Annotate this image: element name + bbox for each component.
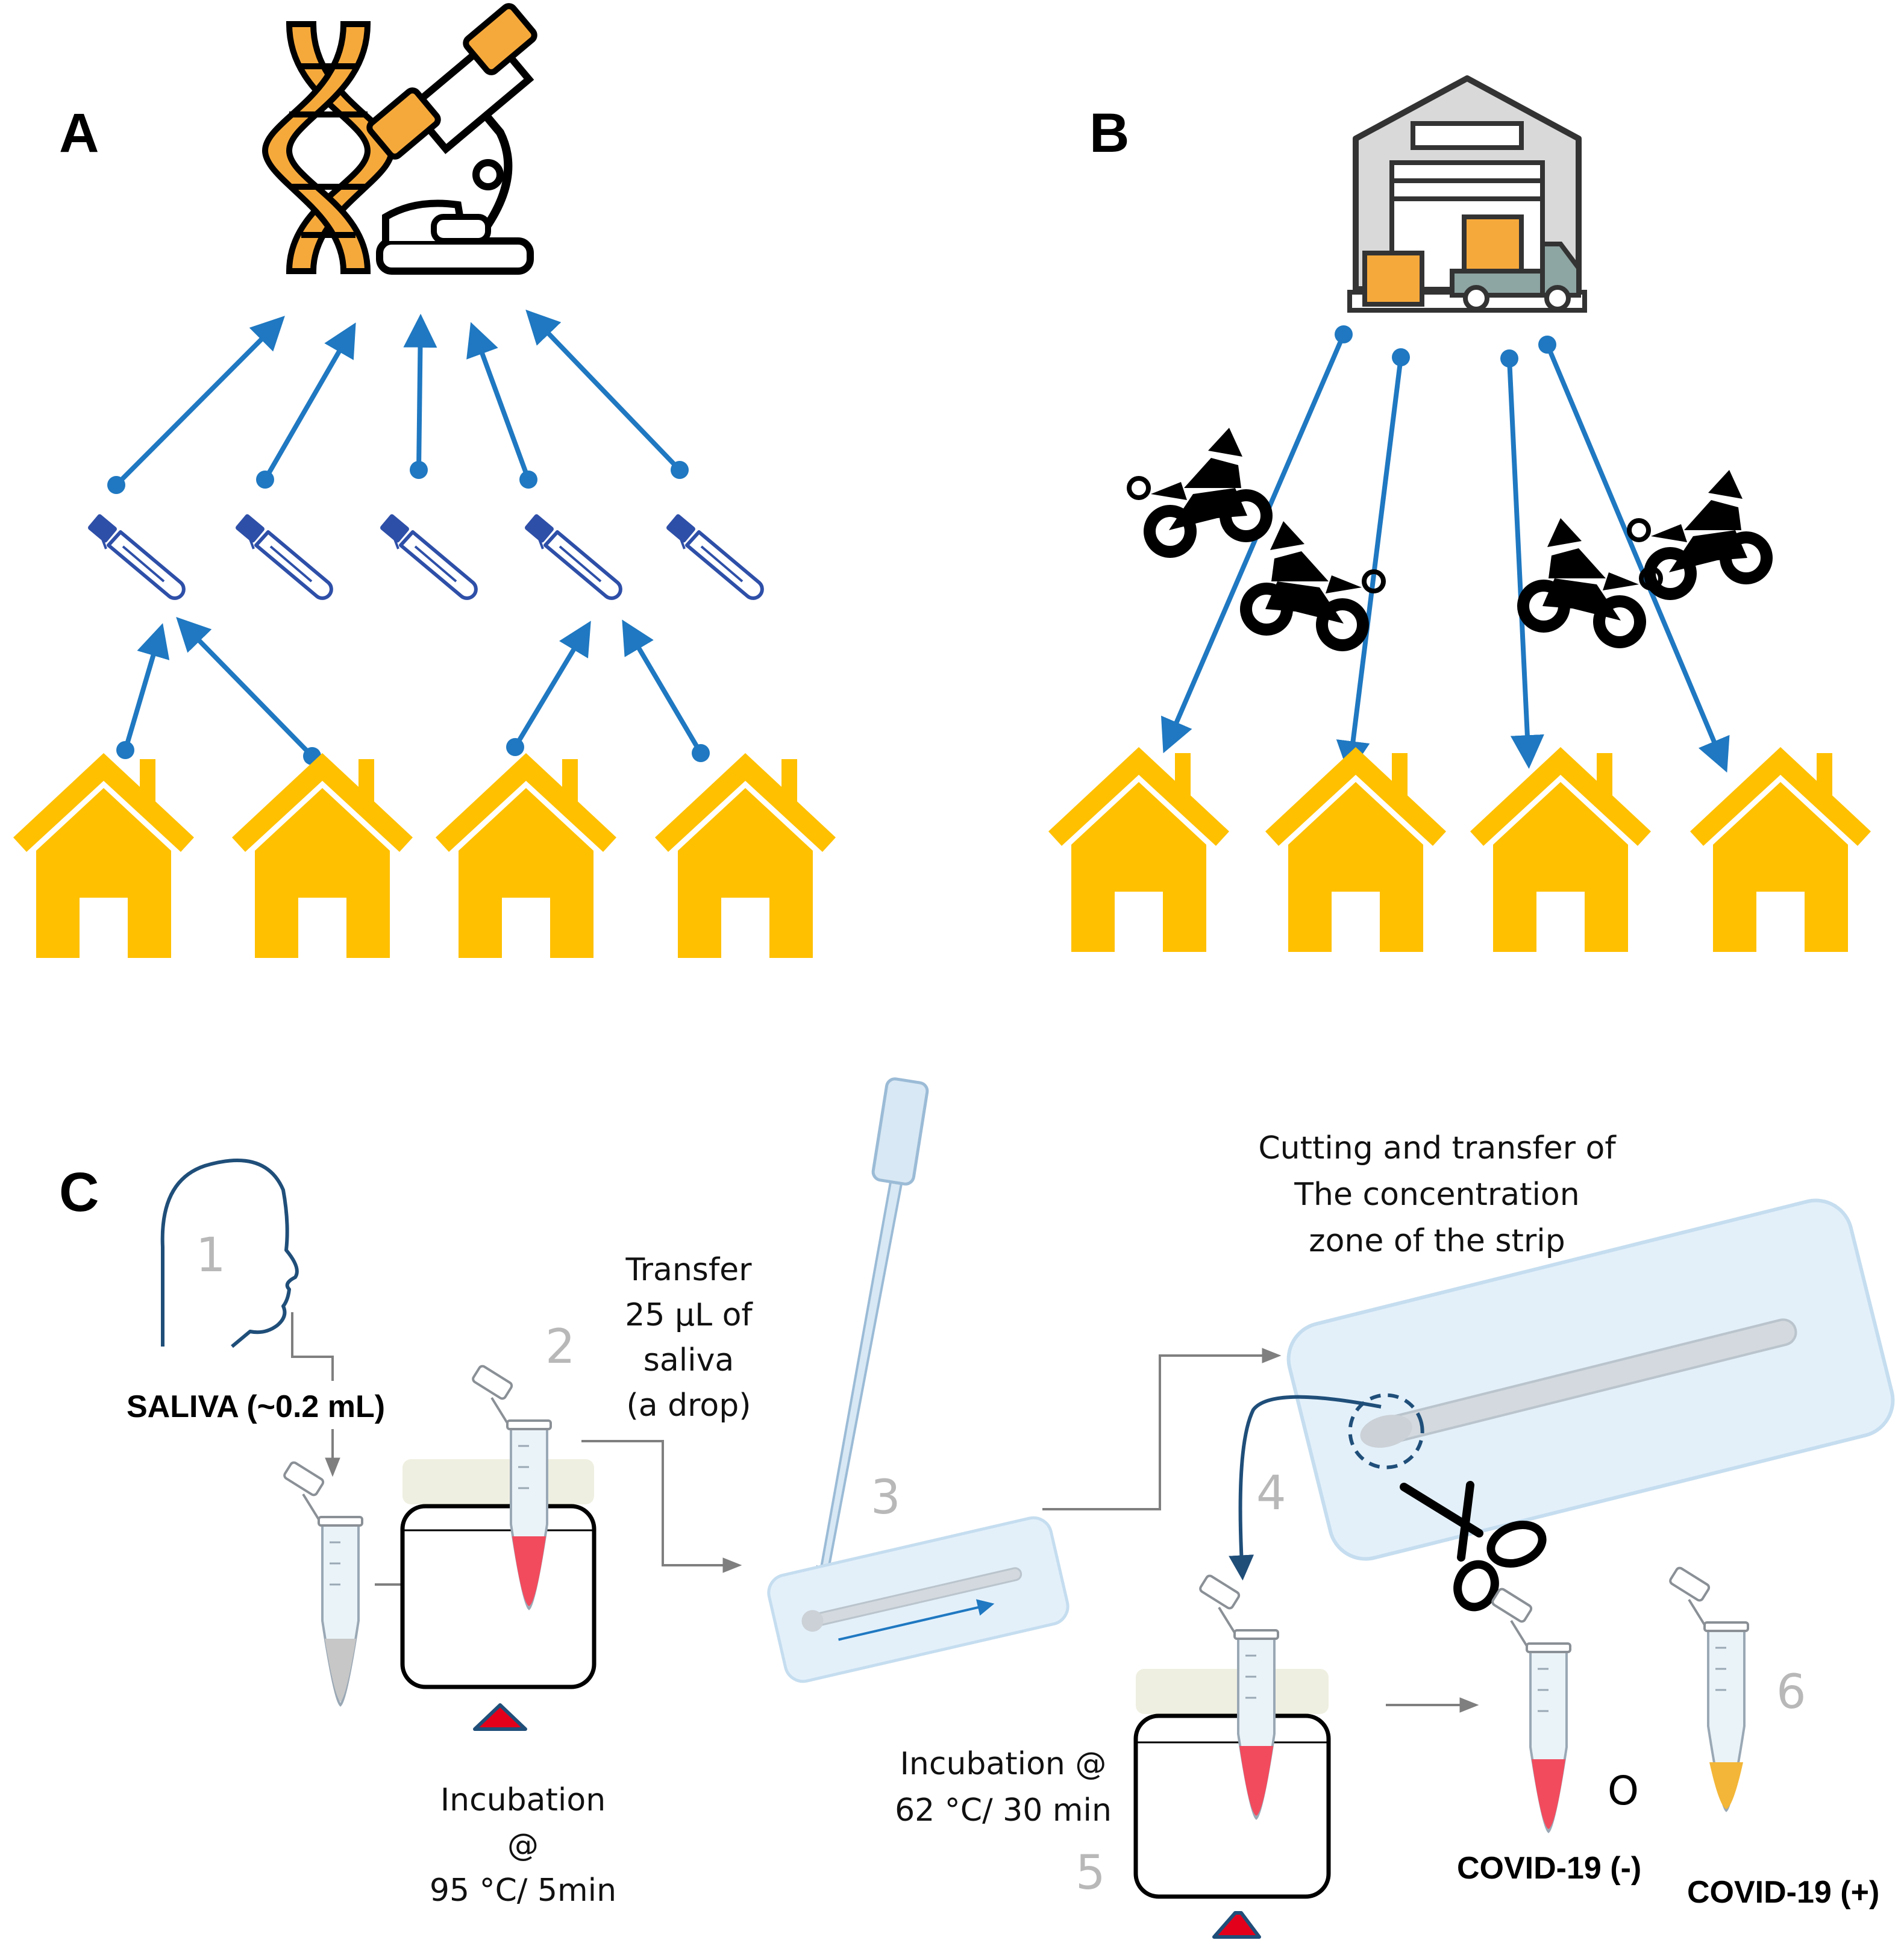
transfer-line-4: (a drop) [626, 1388, 751, 1424]
arrows-tubes-to-lab [107, 309, 689, 494]
heater-icon [1133, 1573, 1331, 1939]
scissors-icon [1400, 1481, 1547, 1612]
incubation-95-line-3: 95 °C/ 5min [430, 1872, 616, 1909]
motorcycle-courier-icon [1246, 521, 1383, 645]
house-icon [436, 753, 616, 958]
arrows-warehouse-to-houses [1161, 325, 1730, 775]
motorcycle-courier-icon [1523, 518, 1661, 642]
house-icon [1690, 747, 1871, 952]
cutting-line-3: zone of the strip [1309, 1223, 1565, 1259]
test-strip-icon [767, 1516, 1069, 1683]
sample-tube-icon [87, 513, 183, 598]
cutting-line-2: The concentration [1294, 1177, 1579, 1213]
step-number-4: 4 [1256, 1466, 1286, 1521]
step-number-3: 3 [871, 1471, 901, 1525]
step-number-1: 1 [196, 1228, 226, 1283]
house-icon [1265, 747, 1446, 952]
incubation-95-line-1: Incubation [440, 1782, 606, 1818]
panel-label-c: C [59, 1162, 99, 1223]
heater-icon [400, 1363, 597, 1731]
transfer-line-2: 25 µL of [625, 1297, 753, 1333]
arrows-houses-to-tubes [116, 616, 710, 765]
sample-tube-icon [234, 513, 331, 598]
microscope-icon [366, 3, 537, 275]
motorcycle-courier-icon [1629, 470, 1767, 594]
motorcycle-courier-icon [1129, 428, 1267, 552]
houses-panel-a [13, 753, 836, 958]
step-number-2: 2 [545, 1320, 575, 1374]
panel-label-a: A [59, 102, 99, 164]
covid-negative-label: COVID-19 (-) [1457, 1851, 1641, 1886]
transfer-line-3: saliva [644, 1342, 734, 1378]
microtube-icon [281, 1460, 363, 1706]
incubation-62-line-2: 62 °C/ 30 min [895, 1792, 1112, 1829]
house-icon [1048, 747, 1229, 952]
sample-tube-icon [379, 513, 475, 598]
incubation-95-line-2: @ [507, 1827, 539, 1863]
sample-tubes [87, 513, 762, 598]
test-strip-enlarged [1286, 1198, 1895, 1561]
step-number-6: 6 [1776, 1665, 1806, 1719]
delivery-truck-icon [1362, 214, 1581, 311]
house-icon [13, 753, 194, 958]
sample-tube-icon [665, 513, 762, 598]
or-label: O [1608, 1768, 1639, 1814]
incubation-62-line-1: Incubation @ [900, 1746, 1107, 1782]
step-number-5: 5 [1076, 1846, 1106, 1900]
transfer-line-1: Transfer [625, 1252, 752, 1288]
sample-tube-icon [524, 513, 620, 598]
dna-icon [261, 21, 395, 274]
house-icon [1470, 747, 1651, 952]
houses-panel-b [1048, 747, 1871, 952]
microtube-icon-positive [1667, 1565, 1749, 1812]
panel-label-b: B [1089, 102, 1129, 164]
covid-positive-label: COVID-19 (+) [1687, 1875, 1879, 1910]
house-icon [655, 753, 836, 958]
pipette-icon [809, 1077, 929, 1598]
house-icon [232, 753, 413, 958]
cutting-line-1: Cutting and transfer of [1258, 1130, 1617, 1166]
microtube-icon-negative [1489, 1586, 1571, 1833]
head-profile-icon [160, 1159, 299, 1348]
saliva-label: SALIVA (~0.2 mL) [127, 1389, 385, 1424]
